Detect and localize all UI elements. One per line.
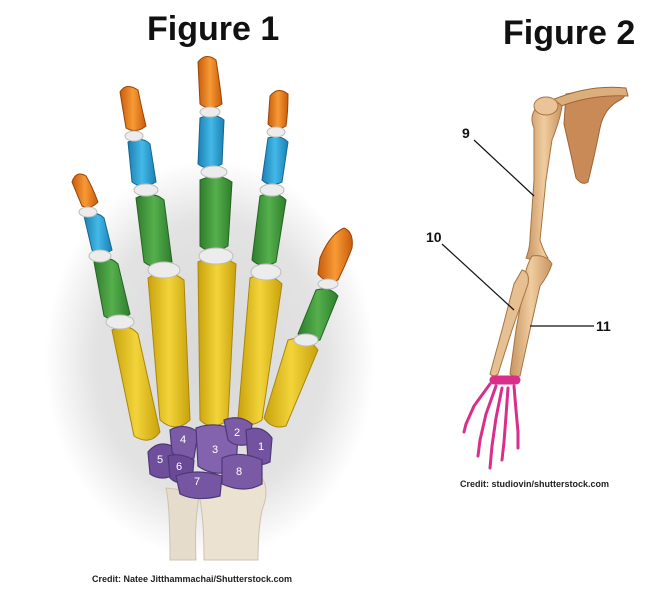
distal-phalanx-2 — [267, 90, 289, 130]
forearm-bones — [165, 476, 267, 561]
joint-cap — [199, 106, 221, 118]
carpal-label-8: 8 — [236, 466, 242, 478]
joint-cap — [317, 278, 339, 290]
digit-bone — [488, 386, 504, 470]
joint-cap — [88, 249, 112, 263]
hand-skeleton: 1 2 3 4 5 6 7 8 — [45, 56, 375, 561]
digit-bone — [476, 384, 498, 458]
distal-phalanx-5 — [71, 173, 99, 208]
joint-cap — [250, 263, 282, 281]
middle-phalanx-4 — [127, 138, 157, 187]
carpal-labels: 1 2 3 4 5 6 7 8 — [157, 427, 264, 488]
callout-label-11: 11 — [596, 318, 611, 334]
carpal-label-4: 4 — [180, 434, 186, 446]
clavicle-bone — [551, 86, 629, 109]
figure-1-title: Figure 1 — [147, 10, 280, 48]
joint-cap — [124, 130, 144, 142]
carpal-label-7: 7 — [194, 476, 200, 488]
carpal-label-1: 1 — [258, 441, 264, 453]
figure-1-credit: Credit: Natee Jitthammachai/Shutterstock… — [92, 574, 293, 584]
humerus-bone — [525, 100, 563, 261]
arm-skeleton: 9 10 11 — [426, 86, 629, 470]
carpal-bone-7 — [175, 471, 223, 500]
callout-line-10 — [441, 243, 515, 311]
carpal-label-5: 5 — [157, 454, 163, 466]
digit-bone — [462, 382, 492, 434]
carpal-label-2: 2 — [234, 427, 240, 439]
joint-cap — [78, 206, 98, 218]
digit-bone — [512, 384, 520, 450]
joint-cap — [293, 333, 319, 347]
carpal-label-6: 6 — [176, 461, 182, 473]
digit-bone — [500, 386, 510, 462]
proximal-phalanges — [93, 176, 339, 342]
callout-label-9: 9 — [462, 125, 470, 141]
callout-label-10: 10 — [426, 229, 442, 245]
joint-cap — [105, 314, 135, 330]
joint-cap — [266, 126, 286, 138]
carpal-bones — [147, 417, 273, 500]
metacarpals — [111, 257, 319, 441]
carpal-label-3: 3 — [212, 444, 218, 456]
joint-cap — [198, 247, 234, 265]
proximal-phalanx-3 — [199, 176, 233, 252]
middle-phalanx-2 — [261, 136, 289, 186]
figure-2-credit: Credit: studiovin/shutterstock.com — [460, 479, 610, 489]
distal-phalanx-3 — [197, 56, 223, 109]
callout-lines — [441, 139, 594, 327]
joint-cap — [200, 165, 228, 179]
hand-bones-fig2 — [462, 375, 521, 470]
radius-bone-arm — [489, 269, 529, 377]
distal-phalanges — [71, 56, 353, 282]
joint-cap — [259, 183, 285, 197]
distal-phalanx-4 — [119, 86, 147, 132]
joint-cap — [147, 261, 181, 279]
callout-line-9 — [473, 139, 535, 197]
carpal-bone-8 — [221, 453, 263, 490]
humerus-head — [533, 96, 559, 116]
joint-caps — [78, 106, 339, 347]
figure-2-title: Figure 2 — [503, 14, 636, 52]
joint-cap — [133, 183, 159, 197]
ulna-bone — [165, 487, 201, 561]
middle-phalanx-3 — [197, 114, 225, 169]
